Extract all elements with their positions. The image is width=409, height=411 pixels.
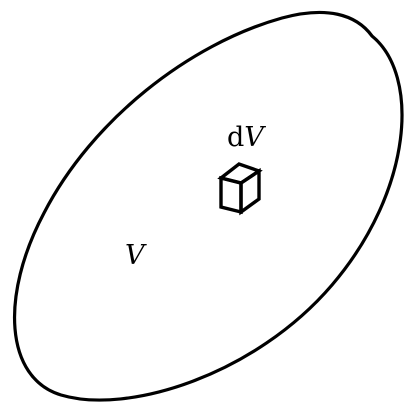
region-outline [12,10,404,402]
element-label-prefix: d [227,122,244,153]
cube-side-face [239,167,261,216]
volume-element-cube [217,162,263,216]
region-label: V [125,240,147,271]
element-label-var: V [244,122,266,153]
region-boundary [12,10,404,402]
element-label: dV [227,122,266,153]
